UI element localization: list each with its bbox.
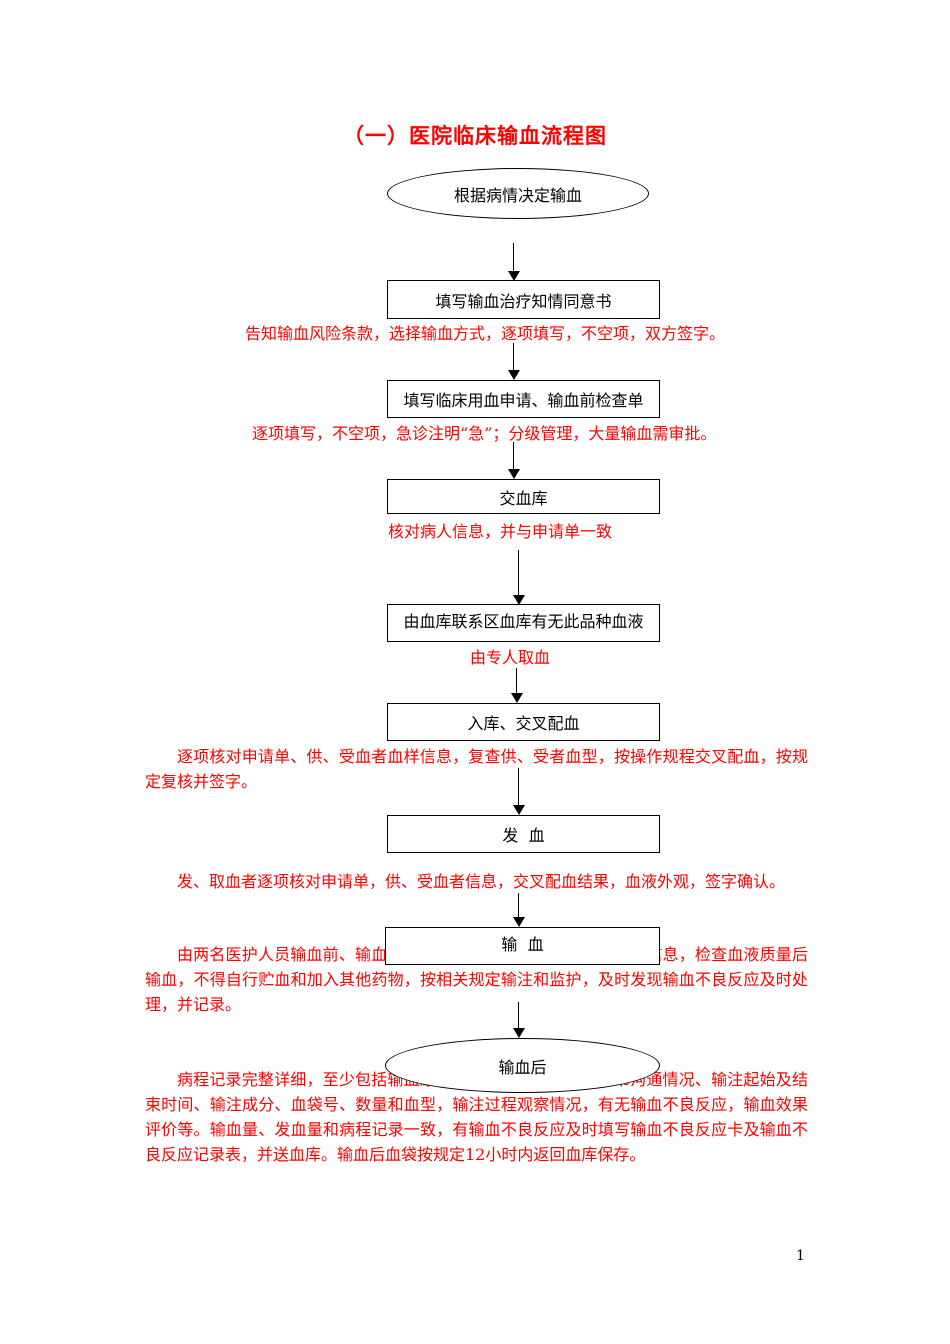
issue-node: 发 血 bbox=[387, 815, 660, 853]
contact-node: 由血库联系区血库有无此品种血液 bbox=[387, 604, 660, 642]
application-note: 逐项填写，不空项，急诊注明“急”；分级管理，大量输血需审批。 bbox=[252, 424, 717, 443]
page-number: 1 bbox=[796, 1248, 805, 1264]
page-title: （一）医院临床输血流程图 bbox=[343, 124, 607, 148]
application-node: 填写临床用血申请、输血前检查单 bbox=[387, 380, 660, 418]
crossmatch-node: 入库、交叉配血 bbox=[387, 703, 660, 741]
arrow-4 bbox=[513, 550, 525, 605]
consent-note: 告知输血风险条款，选择输血方式，逐项填写，不空项，双方签字。 bbox=[245, 324, 726, 343]
consent-node: 填写输血治疗知情同意书 bbox=[387, 280, 660, 319]
submit-note: 核对病人信息，并与申请单一致 bbox=[388, 522, 613, 541]
arrow-3 bbox=[508, 442, 520, 479]
submit-node: 交血库 bbox=[387, 479, 660, 514]
arrow-5 bbox=[511, 668, 523, 703]
contact-note: 由专人取血 bbox=[470, 648, 551, 667]
arrow-8 bbox=[513, 1002, 525, 1038]
arrow-7 bbox=[513, 893, 525, 927]
end-node: 输血后 bbox=[385, 1038, 660, 1093]
arrow-6 bbox=[513, 768, 525, 815]
issue-note: 发、取血者逐项核对申请单，供、受血者信息，交叉配血结果，血液外观，签字确认。 bbox=[177, 872, 786, 891]
arrow-2 bbox=[508, 343, 520, 380]
arrow-1 bbox=[508, 243, 520, 281]
start-node: 根据病情决定输血 bbox=[387, 168, 649, 219]
crossmatch-note: 逐项核对申请单、供、受血者血样信息，复查供、受者血型，按操作规程交叉配血，按规定… bbox=[145, 747, 808, 791]
transfuse-node: 输 血 bbox=[385, 927, 660, 965]
